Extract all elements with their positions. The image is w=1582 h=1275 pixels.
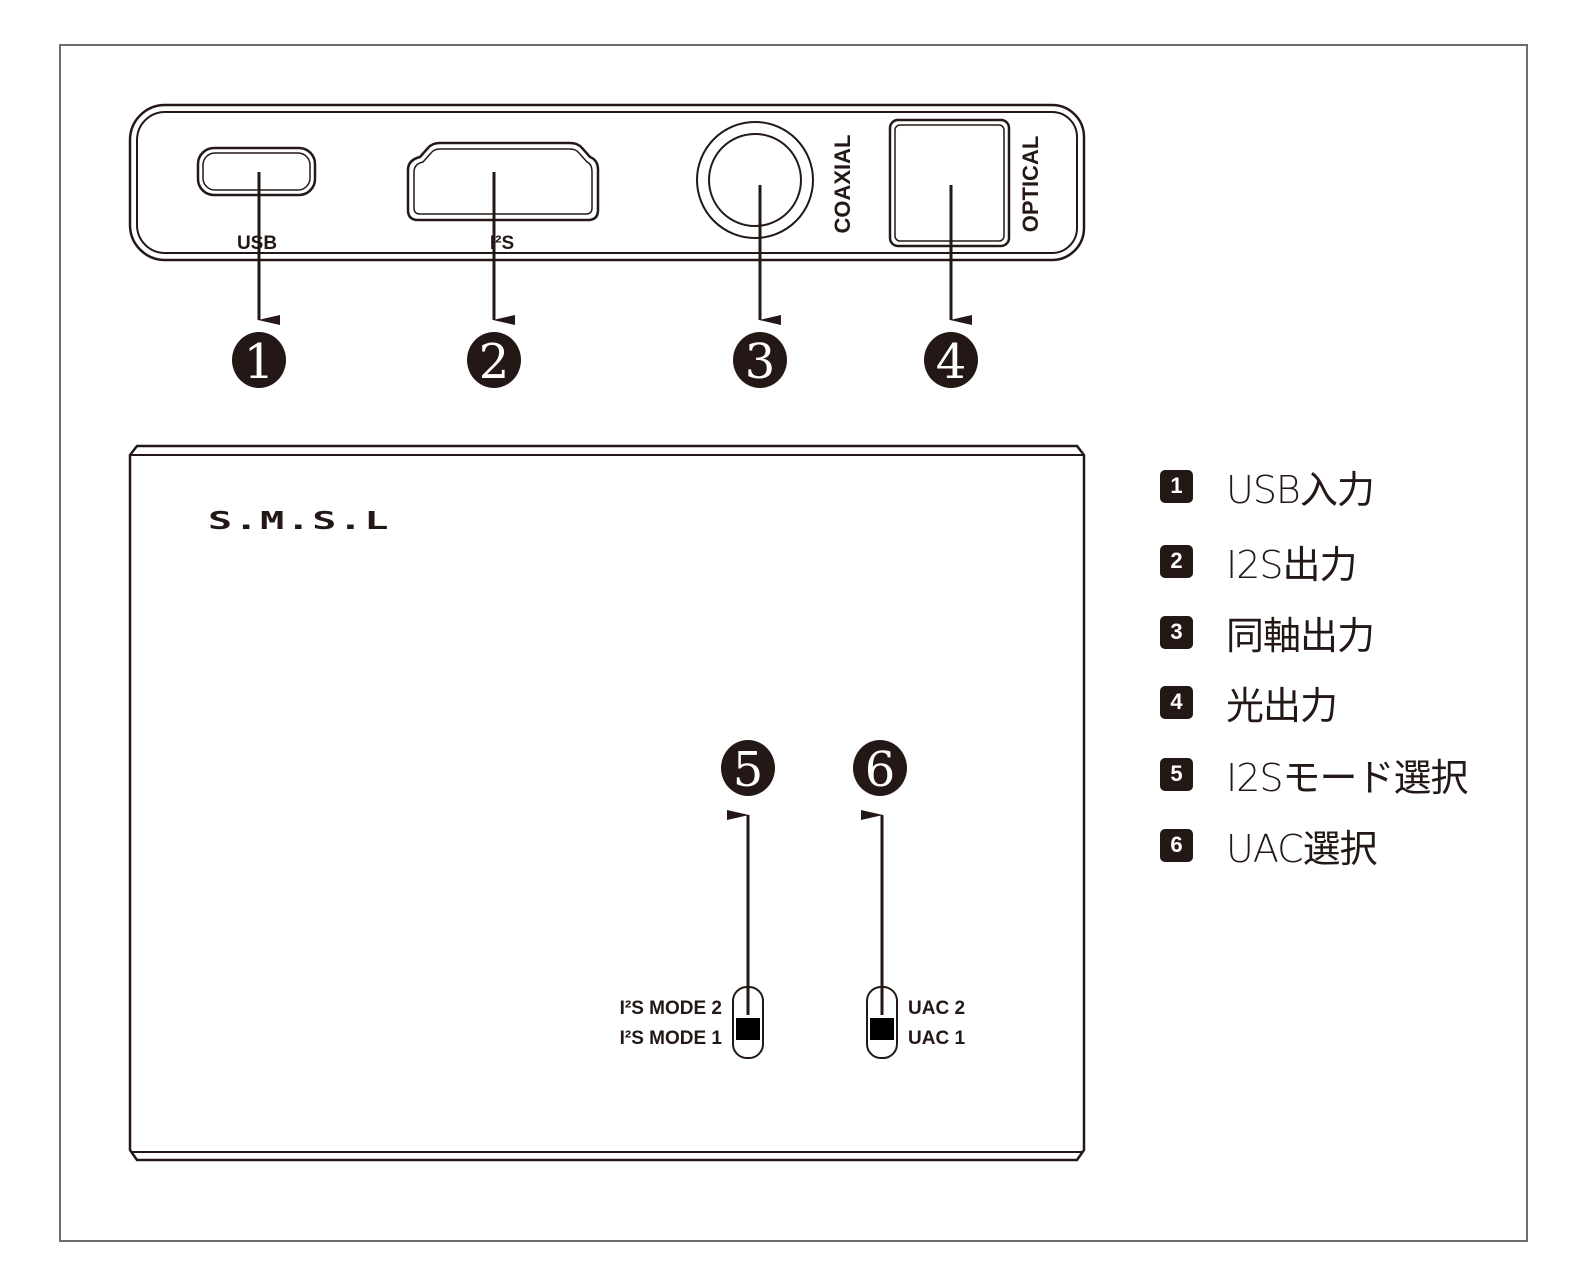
legend-badge: 4 bbox=[1160, 685, 1193, 719]
legend-badge: 3 bbox=[1160, 615, 1193, 649]
legend-label: I2Sモード選択 bbox=[1226, 755, 1469, 800]
callout-2: 2 bbox=[467, 332, 521, 390]
uac-2-label: UAC 2 bbox=[908, 998, 965, 1019]
callout-6: 6 bbox=[853, 740, 907, 798]
svg-text:5: 5 bbox=[733, 742, 764, 798]
legend-item: 2 I2S出力 bbox=[1160, 537, 1358, 587]
legend-label: I2S出力 bbox=[1226, 542, 1358, 587]
legend-item: 4 光出力 bbox=[1160, 678, 1338, 728]
legend-badge: 2 bbox=[1160, 544, 1193, 578]
legend-badge: 1 bbox=[1160, 469, 1193, 503]
i2s-mode-2-label: I²S MODE 2 bbox=[620, 998, 722, 1019]
legend-item: 6 UAC選択 bbox=[1160, 821, 1378, 871]
callout-5: 5 bbox=[721, 740, 775, 798]
legend-item: 5 I2Sモード選択 bbox=[1160, 750, 1469, 800]
legend-label: 同軸出力 bbox=[1226, 613, 1375, 658]
callout-3: 3 bbox=[733, 332, 787, 390]
brand-logo: S.M.S.L bbox=[208, 506, 391, 535]
svg-text:2: 2 bbox=[479, 334, 510, 390]
optical-port: OPTICAL bbox=[888, 118, 1043, 248]
coaxial-port: COAXIAL bbox=[696, 121, 855, 239]
legend-label: UAC選択 bbox=[1226, 826, 1378, 871]
callout-4: 4 bbox=[924, 332, 978, 390]
svg-text:6: 6 bbox=[865, 742, 896, 798]
legend-label: 光出力 bbox=[1226, 683, 1338, 728]
svg-text:3: 3 bbox=[745, 334, 776, 390]
uac-1-label: UAC 1 bbox=[908, 1028, 965, 1049]
i2s-mode-switch-knob[interactable] bbox=[736, 1018, 760, 1040]
legend-badge: 6 bbox=[1160, 828, 1193, 862]
svg-text:4: 4 bbox=[936, 334, 967, 390]
optical-port-label: OPTICAL bbox=[1018, 136, 1043, 233]
uac-switch[interactable] bbox=[866, 986, 898, 1059]
usb-port-label: USB bbox=[237, 233, 277, 254]
usb-port: USB bbox=[196, 146, 317, 254]
coaxial-port-label: COAXIAL bbox=[830, 135, 855, 234]
uac-switch-knob[interactable] bbox=[870, 1018, 894, 1040]
device-body bbox=[128, 444, 1086, 1162]
callout-1: 1 bbox=[232, 332, 286, 390]
i2s-port-label: I²S bbox=[490, 233, 514, 254]
legend-label: USB入力 bbox=[1226, 467, 1375, 512]
i2s-mode-switch[interactable] bbox=[732, 986, 764, 1059]
svg-text:1: 1 bbox=[244, 334, 275, 390]
i2s-mode-1-label: I²S MODE 1 bbox=[620, 1028, 723, 1049]
legend-item: 1 USB入力 bbox=[1160, 462, 1375, 512]
figure-frame bbox=[59, 44, 1528, 1242]
i2s-port: I²S bbox=[406, 141, 600, 254]
legend-badge: 5 bbox=[1160, 757, 1193, 791]
legend-item: 3 同軸出力 bbox=[1160, 608, 1375, 658]
rear-panel bbox=[128, 103, 1086, 262]
